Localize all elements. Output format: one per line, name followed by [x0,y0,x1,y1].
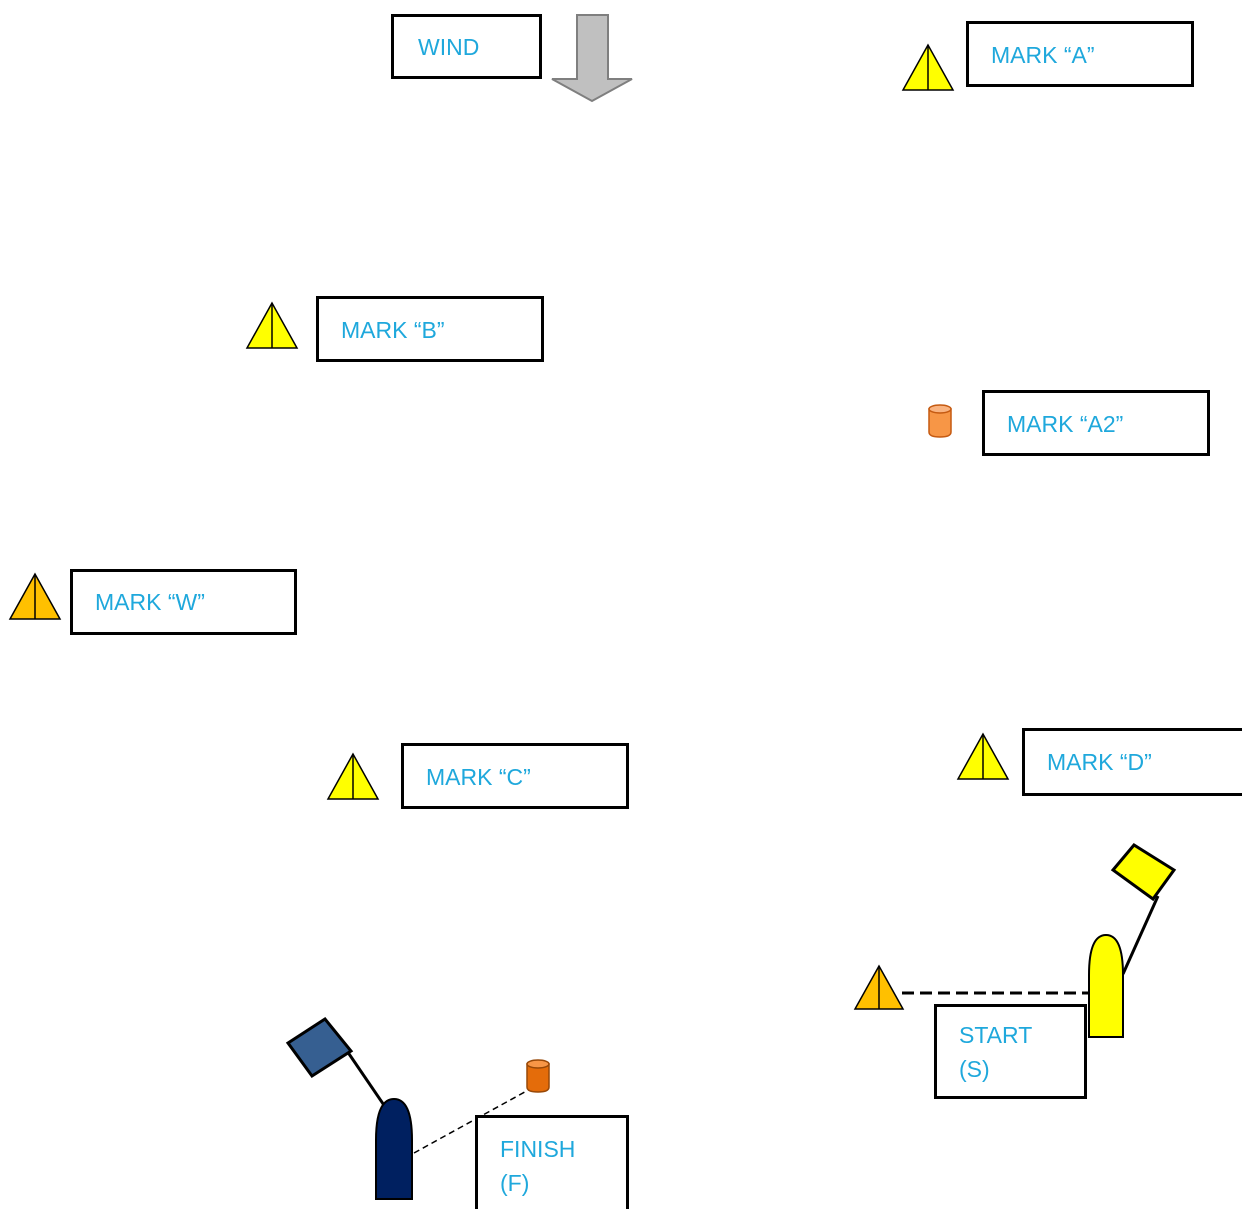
mark-d-label: MARK “D” [1022,728,1242,796]
wind-label: WIND [391,14,542,79]
mark-b-icon [245,301,299,349]
start-committee-boat-icon [1088,843,1177,1038]
start-pin-icon [853,964,905,1010]
mark-w-icon [8,572,62,620]
mark-b-label-text: MARK “B” [341,317,445,343]
mark-b-label: MARK “B” [316,296,544,362]
mark-c-label-text: MARK “C” [426,764,531,790]
mark-d-icon [956,732,1010,780]
mark-a-icon [901,43,955,91]
finish-committee-boat-icon [285,1017,413,1200]
mark-c-label: MARK “C” [401,743,629,809]
finish-pin-icon [526,1059,550,1093]
mark-a-label-text: MARK “A” [991,42,1095,68]
start-label-line1: START [959,1022,1033,1048]
start-label: START (S) [934,1004,1087,1099]
mark-a2-icon [928,404,952,438]
mark-c-icon [326,752,380,800]
mark-a-label: MARK “A” [966,21,1194,87]
finish-label-line1: FINISH [500,1136,576,1162]
wind-arrow-icon [551,14,633,103]
finish-label-line2: (F) [500,1170,530,1196]
wind-label-text: WIND [418,34,480,60]
finish-label: FINISH (F) [475,1115,629,1209]
mark-w-label-text: MARK “W” [95,589,205,615]
mark-w-label: MARK “W” [70,569,297,635]
finish-line [413,1087,533,1154]
mark-a2-label: MARK “A2” [982,390,1210,456]
start-label-line2: (S) [959,1056,990,1082]
mark-d-label-text: MARK “D” [1047,749,1152,775]
mark-a2-label-text: MARK “A2” [1007,411,1124,437]
